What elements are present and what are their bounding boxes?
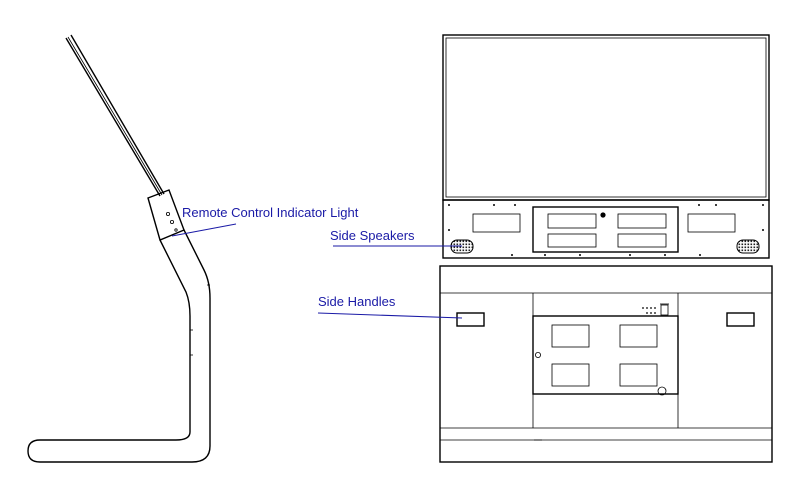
right-side-speaker [736, 239, 760, 254]
center-control-panel [532, 206, 679, 253]
side-view-collar [147, 189, 185, 241]
left-speaker-grille [472, 213, 521, 233]
front-view-cabinet [439, 265, 773, 463]
side-view-base [27, 431, 211, 463]
front-view [439, 34, 773, 463]
service-door [532, 315, 679, 395]
remote-indicator-light-dot [165, 211, 170, 216]
door-lock [535, 351, 542, 358]
leader-remote-indicator [171, 223, 237, 237]
side-view-screen-panel [65, 34, 165, 197]
label-side-speakers: Side Speakers [330, 228, 415, 243]
leader-lines [171, 223, 463, 319]
right-speaker-grille [687, 213, 736, 233]
front-view-speaker-bar [442, 199, 770, 259]
right-side-handle [726, 312, 755, 327]
switch-panel [642, 303, 669, 316]
label-remote-control-indicator-light: Remote Control Indicator Light [182, 205, 359, 220]
side-view-column [159, 229, 211, 446]
leader-side-handles [317, 312, 463, 319]
front-view-display [442, 34, 770, 201]
side-view [27, 34, 211, 463]
left-side-handle [456, 312, 485, 327]
door-knob [657, 386, 667, 396]
label-side-handles: Side Handles [318, 294, 396, 309]
